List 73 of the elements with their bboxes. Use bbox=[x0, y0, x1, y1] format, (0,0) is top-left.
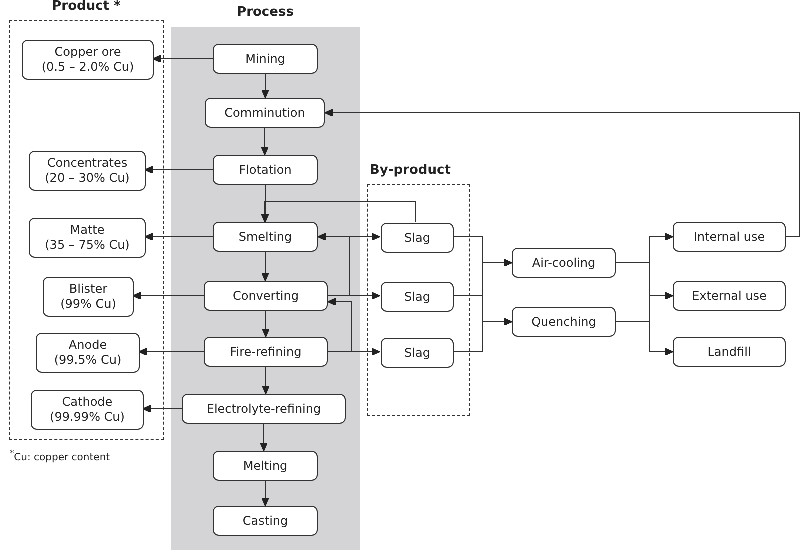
arrow bbox=[328, 298, 352, 352]
process-box bbox=[182, 394, 346, 424]
process-box bbox=[213, 506, 318, 536]
box-text: (0.5 – 2.0% Cu) bbox=[42, 60, 134, 75]
box-text: Slag bbox=[404, 230, 430, 246]
box-text: Copper ore bbox=[54, 45, 122, 60]
by-product-box bbox=[381, 282, 454, 312]
box-text: Blister bbox=[69, 282, 108, 297]
box-text: Casting bbox=[242, 514, 288, 528]
group-heading: Process bbox=[236, 5, 295, 20]
process-box bbox=[213, 451, 318, 481]
box-text: Mining bbox=[246, 52, 286, 66]
arrow bbox=[261, 202, 416, 222]
treatment-box bbox=[512, 248, 616, 278]
footnote: $^{*}$Cu: copper content bbox=[10, 448, 110, 464]
box-text: (99.99% Cu) bbox=[50, 410, 125, 425]
box-text: Comminution bbox=[224, 106, 306, 120]
box-text: Electrolyte-refining bbox=[206, 402, 322, 416]
process-box bbox=[213, 155, 318, 185]
treatment-box bbox=[673, 337, 786, 367]
arrow bbox=[152, 55, 214, 63]
box-text: Fire-refining bbox=[230, 344, 302, 360]
box-text: (99.5% Cu) bbox=[54, 353, 122, 368]
arrow bbox=[318, 233, 350, 296]
group-heading: Product * bbox=[51, 0, 122, 14]
product-box bbox=[36, 333, 140, 373]
box-text: Slag bbox=[404, 290, 430, 304]
treatment-box bbox=[673, 281, 786, 311]
arrow bbox=[262, 366, 270, 394]
box-text: Quenching bbox=[532, 314, 596, 330]
product-box bbox=[31, 390, 144, 430]
box-text: Converting bbox=[232, 288, 299, 304]
arrow bbox=[262, 74, 270, 98]
product-box bbox=[22, 40, 154, 80]
arrow bbox=[138, 348, 204, 356]
arrow bbox=[324, 109, 800, 238]
process-box bbox=[213, 222, 318, 252]
box-text: Anode bbox=[68, 338, 108, 353]
arrow bbox=[262, 310, 270, 338]
arrow bbox=[261, 128, 269, 156]
box-text: (99% Cu) bbox=[60, 297, 116, 312]
box-text: Melting bbox=[243, 458, 288, 474]
box-text: Flotation bbox=[239, 162, 292, 178]
process-box bbox=[204, 281, 328, 311]
box-text: (35 – 75% Cu) bbox=[45, 238, 130, 253]
box-text: Landfill bbox=[708, 344, 752, 360]
arrow bbox=[142, 405, 182, 413]
process-box bbox=[204, 337, 328, 367]
box-text: External use bbox=[692, 288, 767, 304]
box-text: Smelting bbox=[238, 230, 292, 244]
arrow bbox=[260, 424, 268, 452]
box-text: Air-cooling bbox=[532, 256, 596, 270]
product-box bbox=[43, 277, 134, 317]
box-text: Matte bbox=[70, 223, 105, 238]
product-box bbox=[29, 218, 146, 258]
group-heading: By-product bbox=[370, 163, 451, 178]
process-box bbox=[205, 98, 325, 128]
by-product-box bbox=[381, 223, 454, 253]
box-text: Cathode bbox=[62, 395, 113, 410]
process-box bbox=[213, 44, 318, 74]
box-text: Concentrates bbox=[47, 156, 128, 171]
arrow bbox=[144, 233, 214, 241]
by-product-box bbox=[381, 338, 454, 368]
arrow bbox=[262, 252, 270, 282]
product-box bbox=[29, 151, 146, 191]
arrow bbox=[132, 292, 204, 300]
arrow bbox=[144, 166, 214, 174]
treatment-box bbox=[673, 222, 786, 252]
arrow bbox=[262, 480, 270, 506]
box-text: Internal use bbox=[694, 230, 766, 244]
box-text: (20 – 30% Cu) bbox=[45, 171, 130, 186]
box-text: Slag bbox=[404, 346, 430, 360]
treatment-box bbox=[512, 307, 616, 337]
